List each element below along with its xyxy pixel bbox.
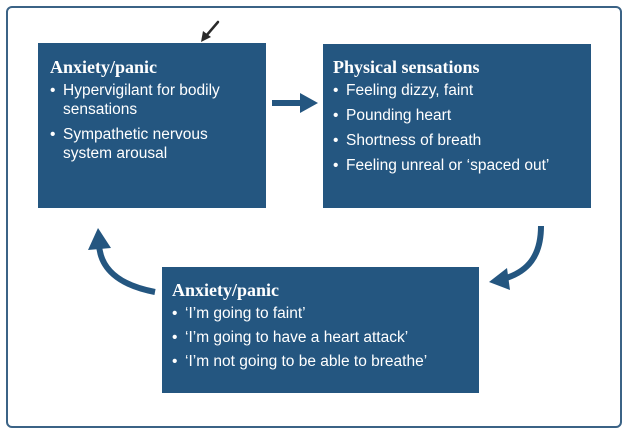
anxiety-panic-box-bottom: Anxiety/panic ‘I’m going to faint’ ‘I’m … bbox=[162, 267, 479, 393]
box-title: Physical sensations bbox=[333, 57, 480, 77]
list-item: Hypervigilant for bodily sensations bbox=[50, 81, 254, 119]
list-item: Sympathetic nervous system arousal bbox=[50, 125, 254, 163]
list-item: ‘I’m going to faint’ bbox=[172, 304, 469, 323]
mouse-pointer-icon bbox=[201, 20, 220, 42]
box-title: Anxiety/panic bbox=[50, 57, 158, 77]
curved-arrow-down-left-icon bbox=[489, 225, 544, 290]
anxiety-panic-box-top: Anxiety/panic Hypervigilant for bodily s… bbox=[38, 43, 266, 208]
bullet-list: Hypervigilant for bodily sensations Symp… bbox=[50, 81, 254, 163]
list-item: ‘I’m going to have a heart attack’ bbox=[172, 328, 469, 347]
list-item: Feeling unreal or ‘spaced out’ bbox=[333, 156, 581, 175]
list-item: Feeling dizzy, faint bbox=[333, 81, 581, 100]
list-item: ‘I’m not going to be able to breathe’ bbox=[172, 352, 469, 371]
list-item: Shortness of breath bbox=[333, 131, 581, 150]
arrow-right-icon bbox=[272, 93, 318, 113]
bullet-list: ‘I’m going to faint’ ‘I’m going to have … bbox=[172, 304, 469, 371]
curved-arrow-up-icon bbox=[88, 228, 156, 295]
box-title: Anxiety/panic bbox=[172, 280, 280, 300]
list-item: Pounding heart bbox=[333, 106, 581, 125]
bullet-list: Feeling dizzy, faint Pounding heart Shor… bbox=[333, 81, 581, 175]
physical-sensations-box: Physical sensations Feeling dizzy, faint… bbox=[323, 44, 591, 208]
